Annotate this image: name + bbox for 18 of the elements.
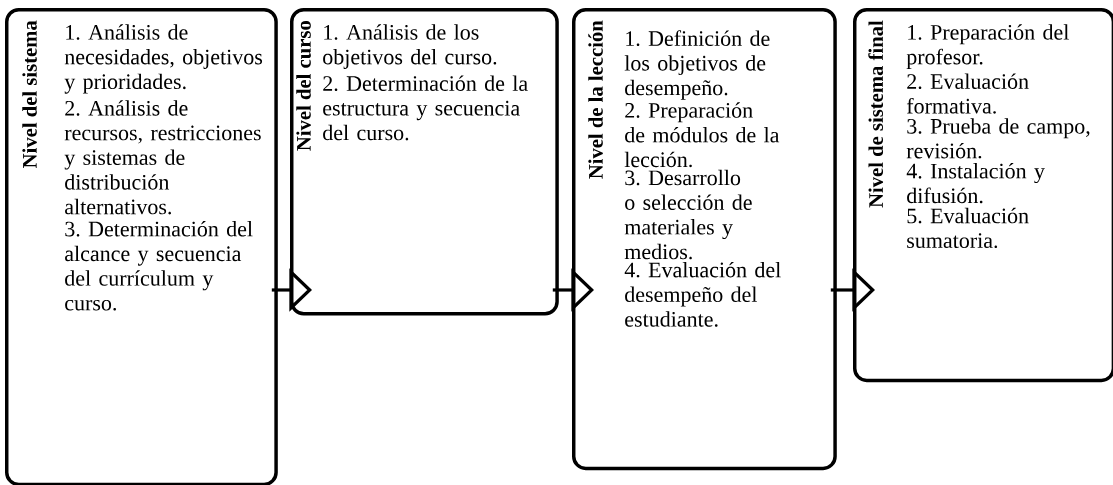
step-text: 3. Determinación del alcance y secuencia del currículum y curso. xyxy=(65,221,253,311)
step-text: 2. Preparación de módulos de la lección. xyxy=(624,102,780,168)
step-text: 1. Preparación del profesor. xyxy=(906,24,1069,69)
stage-title: Nivel de sistema final xyxy=(868,20,884,208)
step-text: 3. Prueba de campo, revisión. xyxy=(906,118,1090,159)
step-text: 1. Análisis de los objetivos del curso. xyxy=(323,24,497,69)
step-text: 5. Evaluación sumatoria. xyxy=(907,207,1029,249)
step-text: 2. Determinación de la estructura y secuencia del curso. xyxy=(323,75,528,141)
step-text: 2. Evaluación formativa. xyxy=(906,73,1029,114)
step-text: 4. Evaluación del desempeño del estudiante. xyxy=(624,261,781,327)
stage-title: Nivel del curso xyxy=(296,21,311,151)
step-text: 1. Análisis de necesidades, objetivos y prioridades. xyxy=(64,24,263,94)
stage-title: Nivel de la lección xyxy=(588,20,603,179)
step-text: 3. Desarrollo o selección de materiales y medios. xyxy=(624,169,752,260)
stage-title: Nivel del sistema xyxy=(22,20,37,168)
step-text: 1. Definición de los objetivos de desempeño. xyxy=(624,30,770,100)
step-text: 2. Análisis de recursos, restricciones y sistemas de distribución alternativos. xyxy=(64,100,261,215)
step-text: 4. Instalación y difusión. xyxy=(906,163,1045,204)
